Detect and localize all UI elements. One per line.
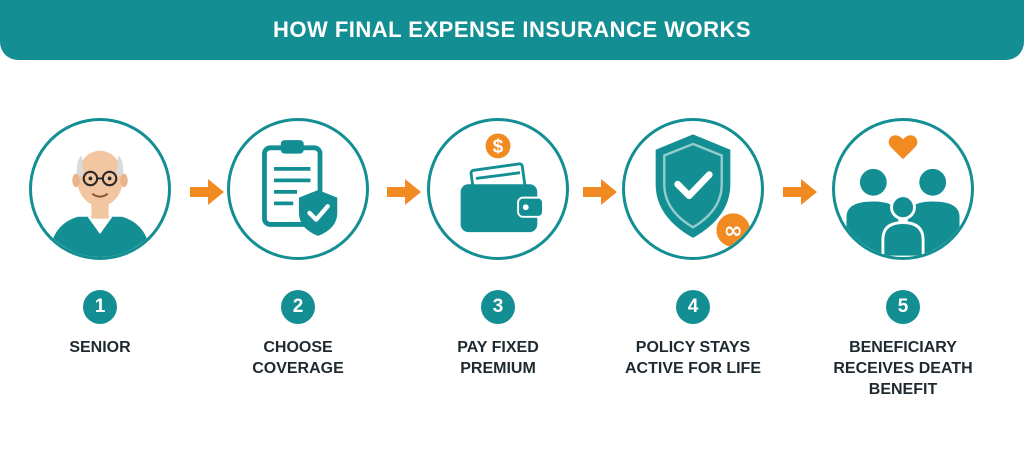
- step-5-label-line-1: BENEFICIARY: [849, 339, 957, 356]
- dollar-symbol: $: [493, 137, 504, 158]
- step-3-label-line-1: PAY FIXED: [457, 339, 539, 356]
- step-2-number: 2: [281, 290, 315, 324]
- arrow-right-icon: [783, 179, 817, 205]
- step-5-label-line-3: BENEFIT: [868, 381, 938, 398]
- step-3-number: 3: [481, 290, 515, 324]
- step-3-circle: $: [427, 118, 569, 260]
- senior-icon: [49, 150, 151, 257]
- shield-infinity-icon: ∞: [655, 134, 753, 250]
- step-4-label-line-2: ACTIVE FOR LIFE: [625, 360, 761, 377]
- step-5-label: BENEFICIARY RECEIVES DEATH BENEFIT: [818, 337, 988, 400]
- step-1-number: 1: [83, 290, 117, 324]
- family-heart-icon: [846, 135, 960, 257]
- wallet-dollar-icon: $: [460, 133, 544, 233]
- step-2-label: CHOOSE COVERAGE: [213, 337, 383, 379]
- infinity-symbol: ∞: [724, 218, 743, 244]
- step-2-label-line-2: COVERAGE: [252, 360, 344, 377]
- arrow-right-icon: [387, 179, 421, 205]
- step-5-label-line-2: RECEIVES DEATH: [833, 360, 973, 377]
- step-5-circle: [832, 118, 974, 260]
- step-4-circle: ∞: [622, 118, 764, 260]
- step-3-label-line-2: PREMIUM: [460, 360, 536, 377]
- step-1-label: SENIOR: [15, 337, 185, 358]
- step-4-number: 4: [676, 290, 710, 324]
- clipboard-shield-icon: [262, 140, 338, 236]
- step-2-label-line-1: CHOOSE: [263, 339, 333, 356]
- step-4-label: POLICY STAYS ACTIVE FOR LIFE: [608, 337, 778, 379]
- step-3-label: PAY FIXED PREMIUM: [413, 337, 583, 379]
- arrow-right-icon: [190, 179, 224, 205]
- step-1-label-line-1: SENIOR: [69, 339, 131, 356]
- step-1-circle: [29, 118, 171, 260]
- page-title: HOW FINAL EXPENSE INSURANCE WORKS: [272, 17, 752, 42]
- step-2-circle: [227, 118, 369, 260]
- step-4-label-line-1: POLICY STAYS: [635, 339, 751, 356]
- step-5-number: 5: [886, 290, 920, 324]
- title-banner: HOW FINAL EXPENSE INSURANCE WORKS: [0, 0, 1024, 60]
- arrow-right-icon: [583, 179, 617, 205]
